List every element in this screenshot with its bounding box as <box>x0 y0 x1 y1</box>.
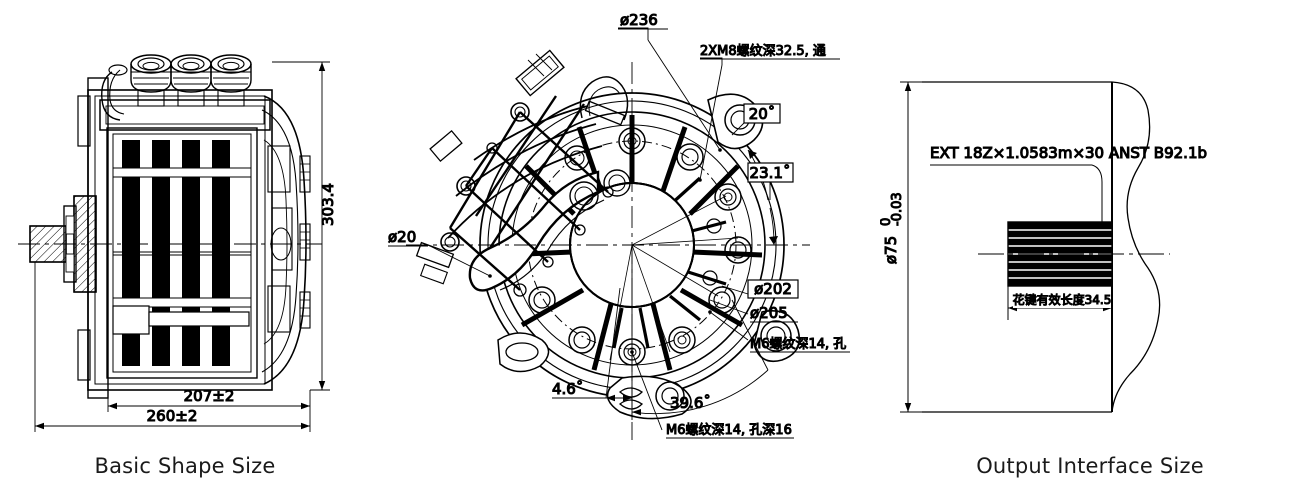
label-diameter-75-main: ø75 <box>882 236 900 264</box>
mounting-lug-left <box>497 332 550 373</box>
dimension-diameter-75 <box>900 81 1112 413</box>
angle-construction-rays <box>609 195 739 361</box>
dimension-label-260: 260±2 <box>147 407 198 425</box>
coolant-inlet-ports <box>415 49 565 285</box>
label-thread-m6-lower: M6螺纹深14, 孔深16 <box>666 423 792 438</box>
hv-connectors <box>101 54 252 121</box>
label-diameter-75-tol-upper: 0 <box>880 218 894 226</box>
label-thread-m8: 2XM8螺纹深32.5, 通 <box>700 44 826 59</box>
label-diameter-205: ø205 <box>750 304 788 322</box>
label-spline-standard: EXT 18Z×1.0583m×30 ANST B92.1b <box>930 144 1207 162</box>
bolt-hole-small <box>702 270 718 286</box>
leader-20 <box>427 244 492 278</box>
panel-basic-shape-size: 303.4 207±2 260±2 <box>0 0 370 500</box>
label-diameter-236: ø236 <box>620 11 658 29</box>
panel-front-face-size: ø236 2XM8螺纹深32.5, 通 20˚ <box>370 0 880 500</box>
mounting-lug-right <box>753 310 801 363</box>
dimension-width-260 <box>34 262 311 432</box>
lower-detail-block <box>112 305 250 335</box>
front-face-drawing: ø236 2XM8螺纹深32.5, 通 20˚ <box>387 10 850 440</box>
top-center-nozzle <box>579 76 629 126</box>
bolt-hole <box>676 143 704 171</box>
leader-spline-callout <box>930 164 1103 222</box>
dimension-spline-length <box>1007 286 1113 320</box>
label-spline-effective-length: 花键有效长度34.5 <box>1013 292 1112 307</box>
angle-23-1-group <box>747 162 794 246</box>
bolt-hole-small <box>706 218 722 234</box>
angle-20-group <box>731 103 781 201</box>
label-diameter-202: ø202 <box>754 280 792 298</box>
center-keyhole-pocket <box>468 170 695 309</box>
bolt-hole <box>708 286 736 314</box>
bolt-hole <box>564 145 590 171</box>
label-angle-39-6: 39.6˚ <box>670 394 711 412</box>
output-interface-drawing: EXT 18Z×1.0583m×30 ANST B92.1b 花键有效长度34.… <box>880 81 1208 413</box>
label-diameter-20: ø20 <box>388 228 416 246</box>
leader-m8 <box>698 57 723 182</box>
label-angle-4-6: 4.6˚ <box>552 380 583 398</box>
dimension-label-diameter-75-group: ø75 0 -0.03 <box>880 192 906 265</box>
dimension-height-303-4 <box>272 61 330 391</box>
angle-39-6-group <box>631 299 769 416</box>
connector-1 <box>130 54 172 93</box>
mounting-lugs <box>497 93 801 420</box>
bolt-hole <box>724 236 752 264</box>
bolt-hole <box>714 183 742 211</box>
panel-output-interface-size: EXT 18Z×1.0583m×30 ANST B92.1b 花键有效长度34.… <box>880 0 1300 500</box>
dimension-label-207: 207±2 <box>184 387 235 405</box>
label-angle-20: 20˚ <box>749 105 776 123</box>
angle-4-6-group <box>578 245 633 420</box>
leader-236 <box>618 27 722 152</box>
gearbox-housing <box>261 95 311 385</box>
label-thread-m6-upper: M6螺纹深14, 孔 <box>750 337 846 352</box>
flange-bolt-holes <box>528 127 752 366</box>
cast-web-nodes <box>440 102 614 297</box>
connector-3 <box>210 54 252 93</box>
bolt-hole-inner <box>569 181 599 211</box>
box-diameter-202 <box>747 279 799 299</box>
label-angle-23-1: 23.1˚ <box>750 164 791 182</box>
bolt-hole-inner <box>603 169 631 197</box>
leader-m6-upper <box>708 310 749 341</box>
dimension-width-207 <box>107 390 311 412</box>
bolt-hole <box>668 326 696 354</box>
bolt-hole <box>568 326 596 354</box>
leader-m6-lower <box>630 350 663 431</box>
caption-basic-shape-size: Basic Shape Size <box>94 454 276 478</box>
connector-2 <box>170 54 212 93</box>
dimension-label-303-4: 303.4 <box>319 183 337 226</box>
label-diameter-75-tol-lower: -0.03 <box>890 192 905 226</box>
cooling-fin-grid <box>106 127 258 379</box>
bolt-hole <box>528 286 556 314</box>
caption-output-interface-size: Output Interface Size <box>976 454 1204 478</box>
break-line <box>1111 81 1161 413</box>
leader-202-205 <box>709 285 749 315</box>
basic-shape-drawing: 303.4 207±2 260±2 <box>18 54 338 432</box>
